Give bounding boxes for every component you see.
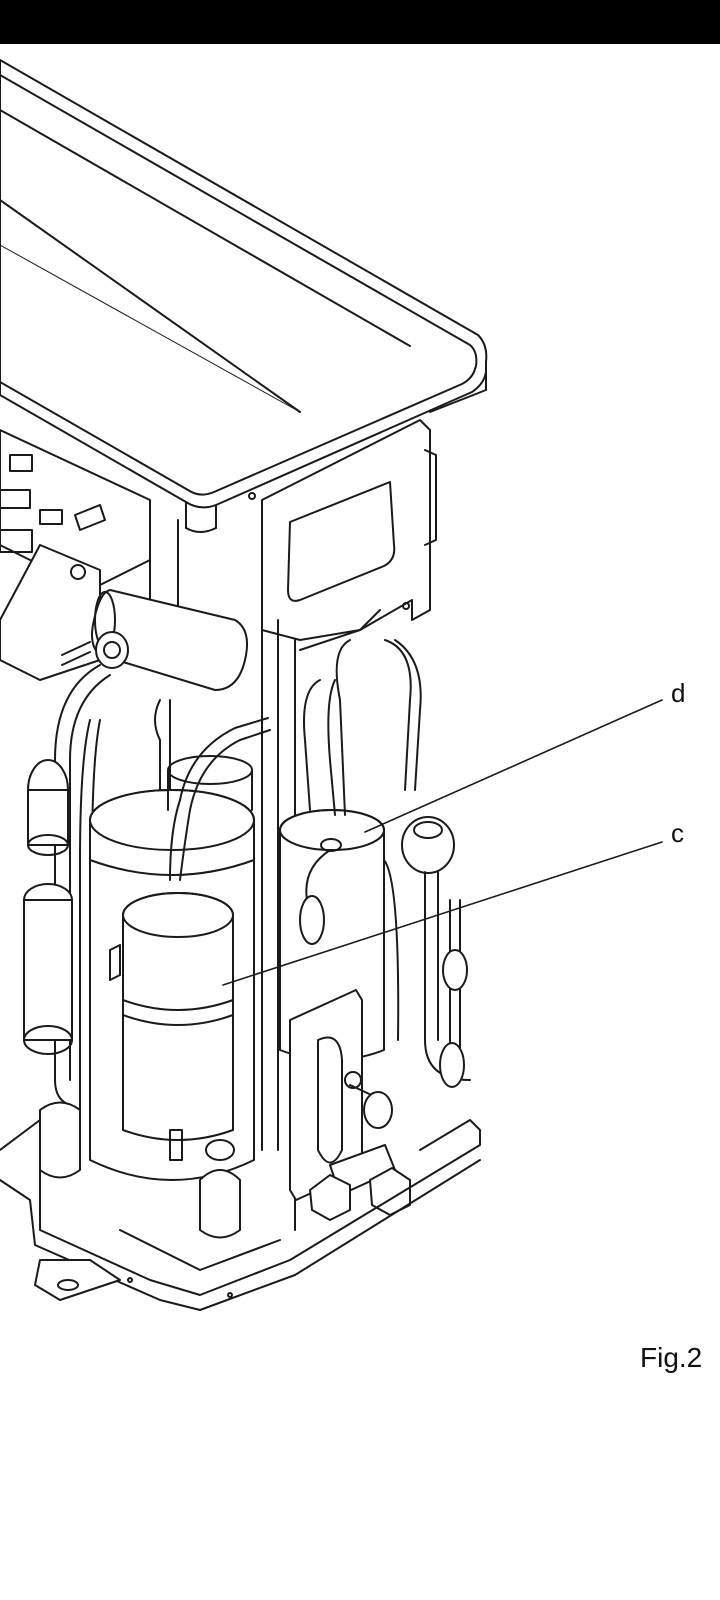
callout-label-c: c [671,818,684,848]
figure-caption: Fig.2 [640,1342,703,1373]
base-pan [0,1101,481,1311]
accumulator [109,699,271,1161]
callout-label-d: d [671,678,686,708]
control-board [0,429,151,681]
service-valve-panel [289,989,411,1221]
top-cover [0,59,488,533]
leader-line-d [364,699,663,833]
valve-cluster [401,816,471,1088]
side-panel [248,419,437,651]
pipe-muffler [91,589,248,691]
left-pipes [23,664,111,1121]
top-black-bar [0,0,720,44]
leader-line-c [222,841,663,986]
